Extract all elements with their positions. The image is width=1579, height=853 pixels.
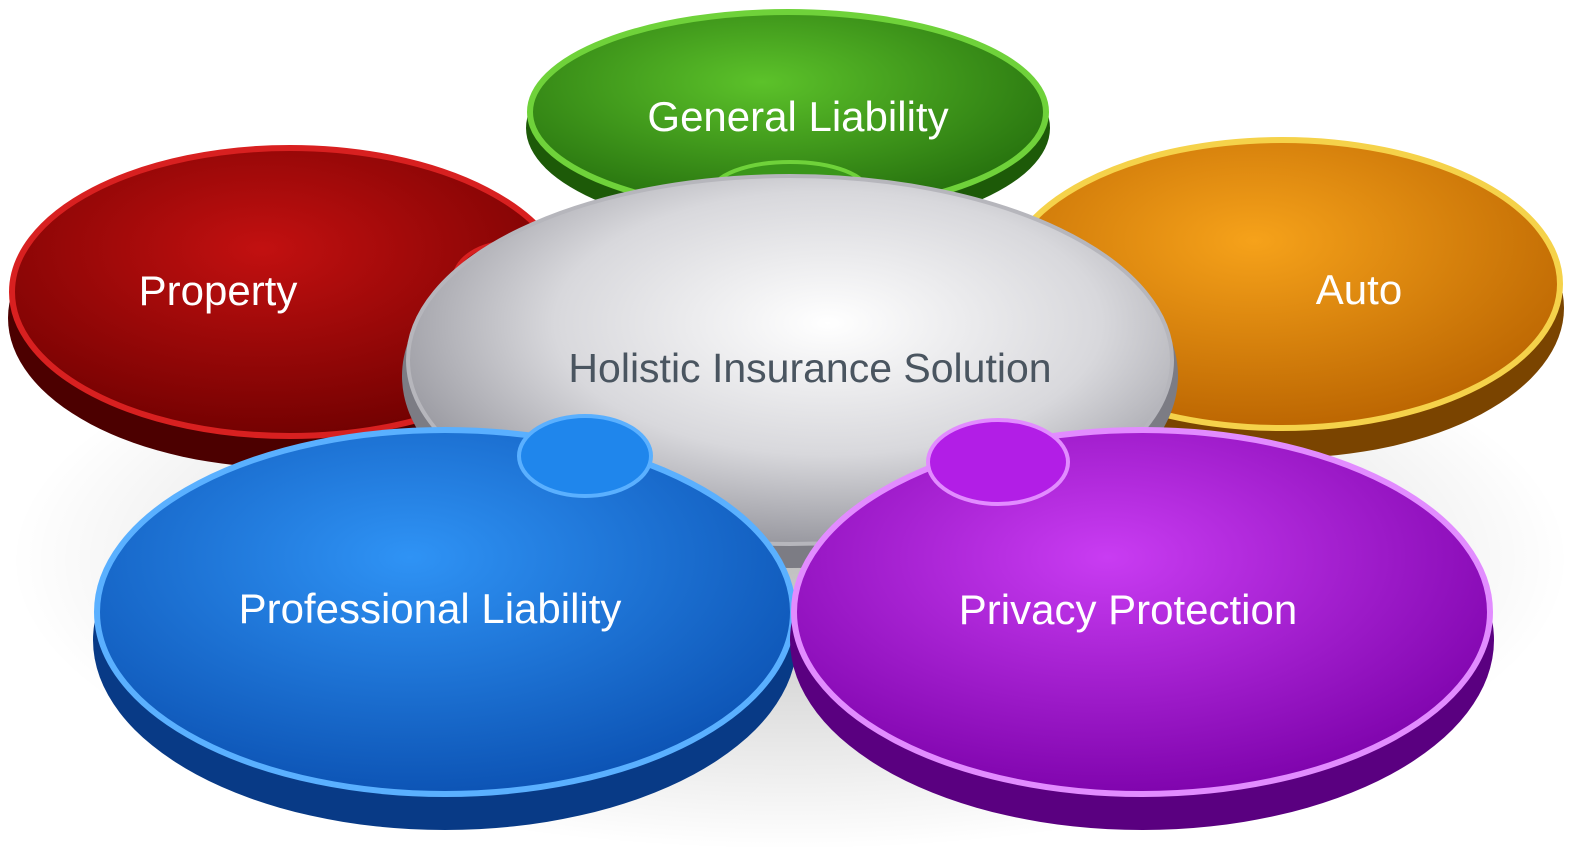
piece-privacy-protection[interactable] <box>790 418 1494 830</box>
label-center: Holistic Insurance Solution <box>568 345 1051 391</box>
piece-privacy-protection-top <box>791 427 1493 797</box>
label-property: Property <box>139 267 298 314</box>
label-professional-liability: Professional Liability <box>239 585 622 632</box>
piece-general-liability[interactable] <box>526 9 1050 234</box>
label-auto: Auto <box>1316 266 1402 313</box>
piece-professional-liability[interactable] <box>93 414 797 830</box>
piece-professional-liability-tab <box>517 414 653 498</box>
piece-privacy-protection-tab <box>926 418 1070 506</box>
label-general-liability: General Liability <box>647 93 948 140</box>
label-privacy-protection: Privacy Protection <box>959 586 1297 633</box>
